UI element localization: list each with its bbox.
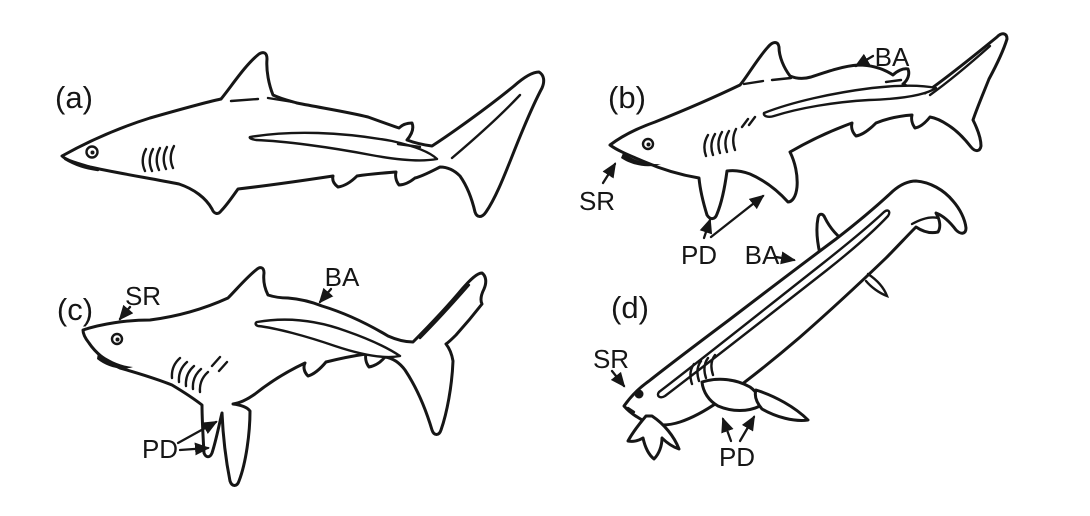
shark-c-flank-band (254, 318, 402, 359)
annotation-ba-c: BA (318, 262, 360, 304)
shark-a-eye (85, 145, 99, 159)
annotation-pd-d: PD (719, 415, 756, 472)
shark-a-flank-band (248, 131, 439, 162)
annotation-pd-c: PD (142, 420, 218, 464)
annotation-pd-b: PD (681, 194, 765, 270)
shark-a-gill-slits (141, 144, 176, 173)
shark-d-pectoral-fin-tip (753, 388, 810, 422)
shark-b-back-dashes (742, 76, 903, 86)
ba-arrow-c (318, 287, 334, 304)
pd-arrow-b-2 (709, 194, 765, 239)
shark-d-flank-band (656, 209, 891, 399)
pd-label-d: PD (719, 442, 755, 472)
ba-label-c: BA (325, 262, 360, 292)
ba-label-b: BA (875, 42, 910, 72)
annotation-sr-d: SR (593, 344, 629, 388)
shark-d-drawing (622, 179, 968, 461)
shark-d-pectoral-fin-left (626, 414, 681, 461)
panel-label-d: (d) (611, 290, 649, 325)
shark-c-gill-slits (170, 355, 229, 394)
sr-arrow-c (118, 304, 134, 321)
shark-b-tail-line (928, 44, 992, 97)
annotation-ba-d: BA (745, 240, 796, 270)
shark-c-open-mouth (97, 352, 133, 369)
pd-arrow-b-1 (699, 218, 713, 240)
sr-label-c: SR (125, 281, 161, 311)
shark-b-pupil (646, 142, 651, 147)
pd-arrow-c-2 (178, 442, 210, 456)
shark-c-tail-line (418, 283, 471, 340)
shark-b-body (608, 32, 1009, 221)
ba-arrow-b (854, 53, 875, 68)
panel-label-b: (b) (608, 80, 646, 115)
panel-b: (b) BA SR PD (579, 32, 1009, 270)
shark-a-drawing (60, 51, 546, 218)
ba-label-d: BA (745, 240, 780, 270)
pd-arrow-d-2 (738, 415, 756, 443)
shark-b-gill-slits (703, 115, 757, 158)
shark-c-pupil (115, 337, 120, 342)
sr-arrow-d (610, 369, 626, 388)
shark-a-mouth (63, 157, 100, 172)
pd-arrow-d-1 (721, 417, 734, 443)
shark-b-open-mouth (621, 153, 661, 167)
sr-arrow-b (601, 162, 617, 185)
ba-arrow-d (774, 251, 796, 265)
annotation-sr-c: SR (118, 281, 161, 321)
panel-a: (a) (55, 51, 546, 218)
shark-a-pupil (90, 150, 95, 155)
panel-d: (d) BA SR PD (593, 179, 968, 472)
shark-a-back-dashes (229, 96, 422, 149)
pd-label-c: PD (142, 434, 178, 464)
shark-d-eye (634, 389, 644, 399)
annotation-sr-b: SR (579, 162, 617, 216)
pd-label-b: PD (681, 240, 717, 270)
annotation-ba-b: BA (854, 42, 910, 72)
panel-label-c: (c) (57, 292, 93, 327)
shark-d-tail-line (910, 216, 940, 226)
panel-label-a: (a) (55, 80, 93, 115)
shark-c-eye (110, 332, 124, 346)
shark-b-drawing (608, 32, 1009, 221)
shark-b-flank-band (762, 84, 938, 118)
shark-d-mouth (626, 406, 636, 414)
shark-d-gill-slits (689, 353, 717, 386)
pd-arrow-c-1 (176, 420, 218, 445)
shark-a-tail-line (450, 93, 522, 160)
shark-d-pelvic-fin (864, 272, 890, 299)
shark-b-eye (641, 137, 655, 151)
panel-c: (c) SR BA PD (57, 262, 488, 487)
sr-label-b: SR (579, 186, 615, 216)
sr-label-d: SR (593, 344, 629, 374)
